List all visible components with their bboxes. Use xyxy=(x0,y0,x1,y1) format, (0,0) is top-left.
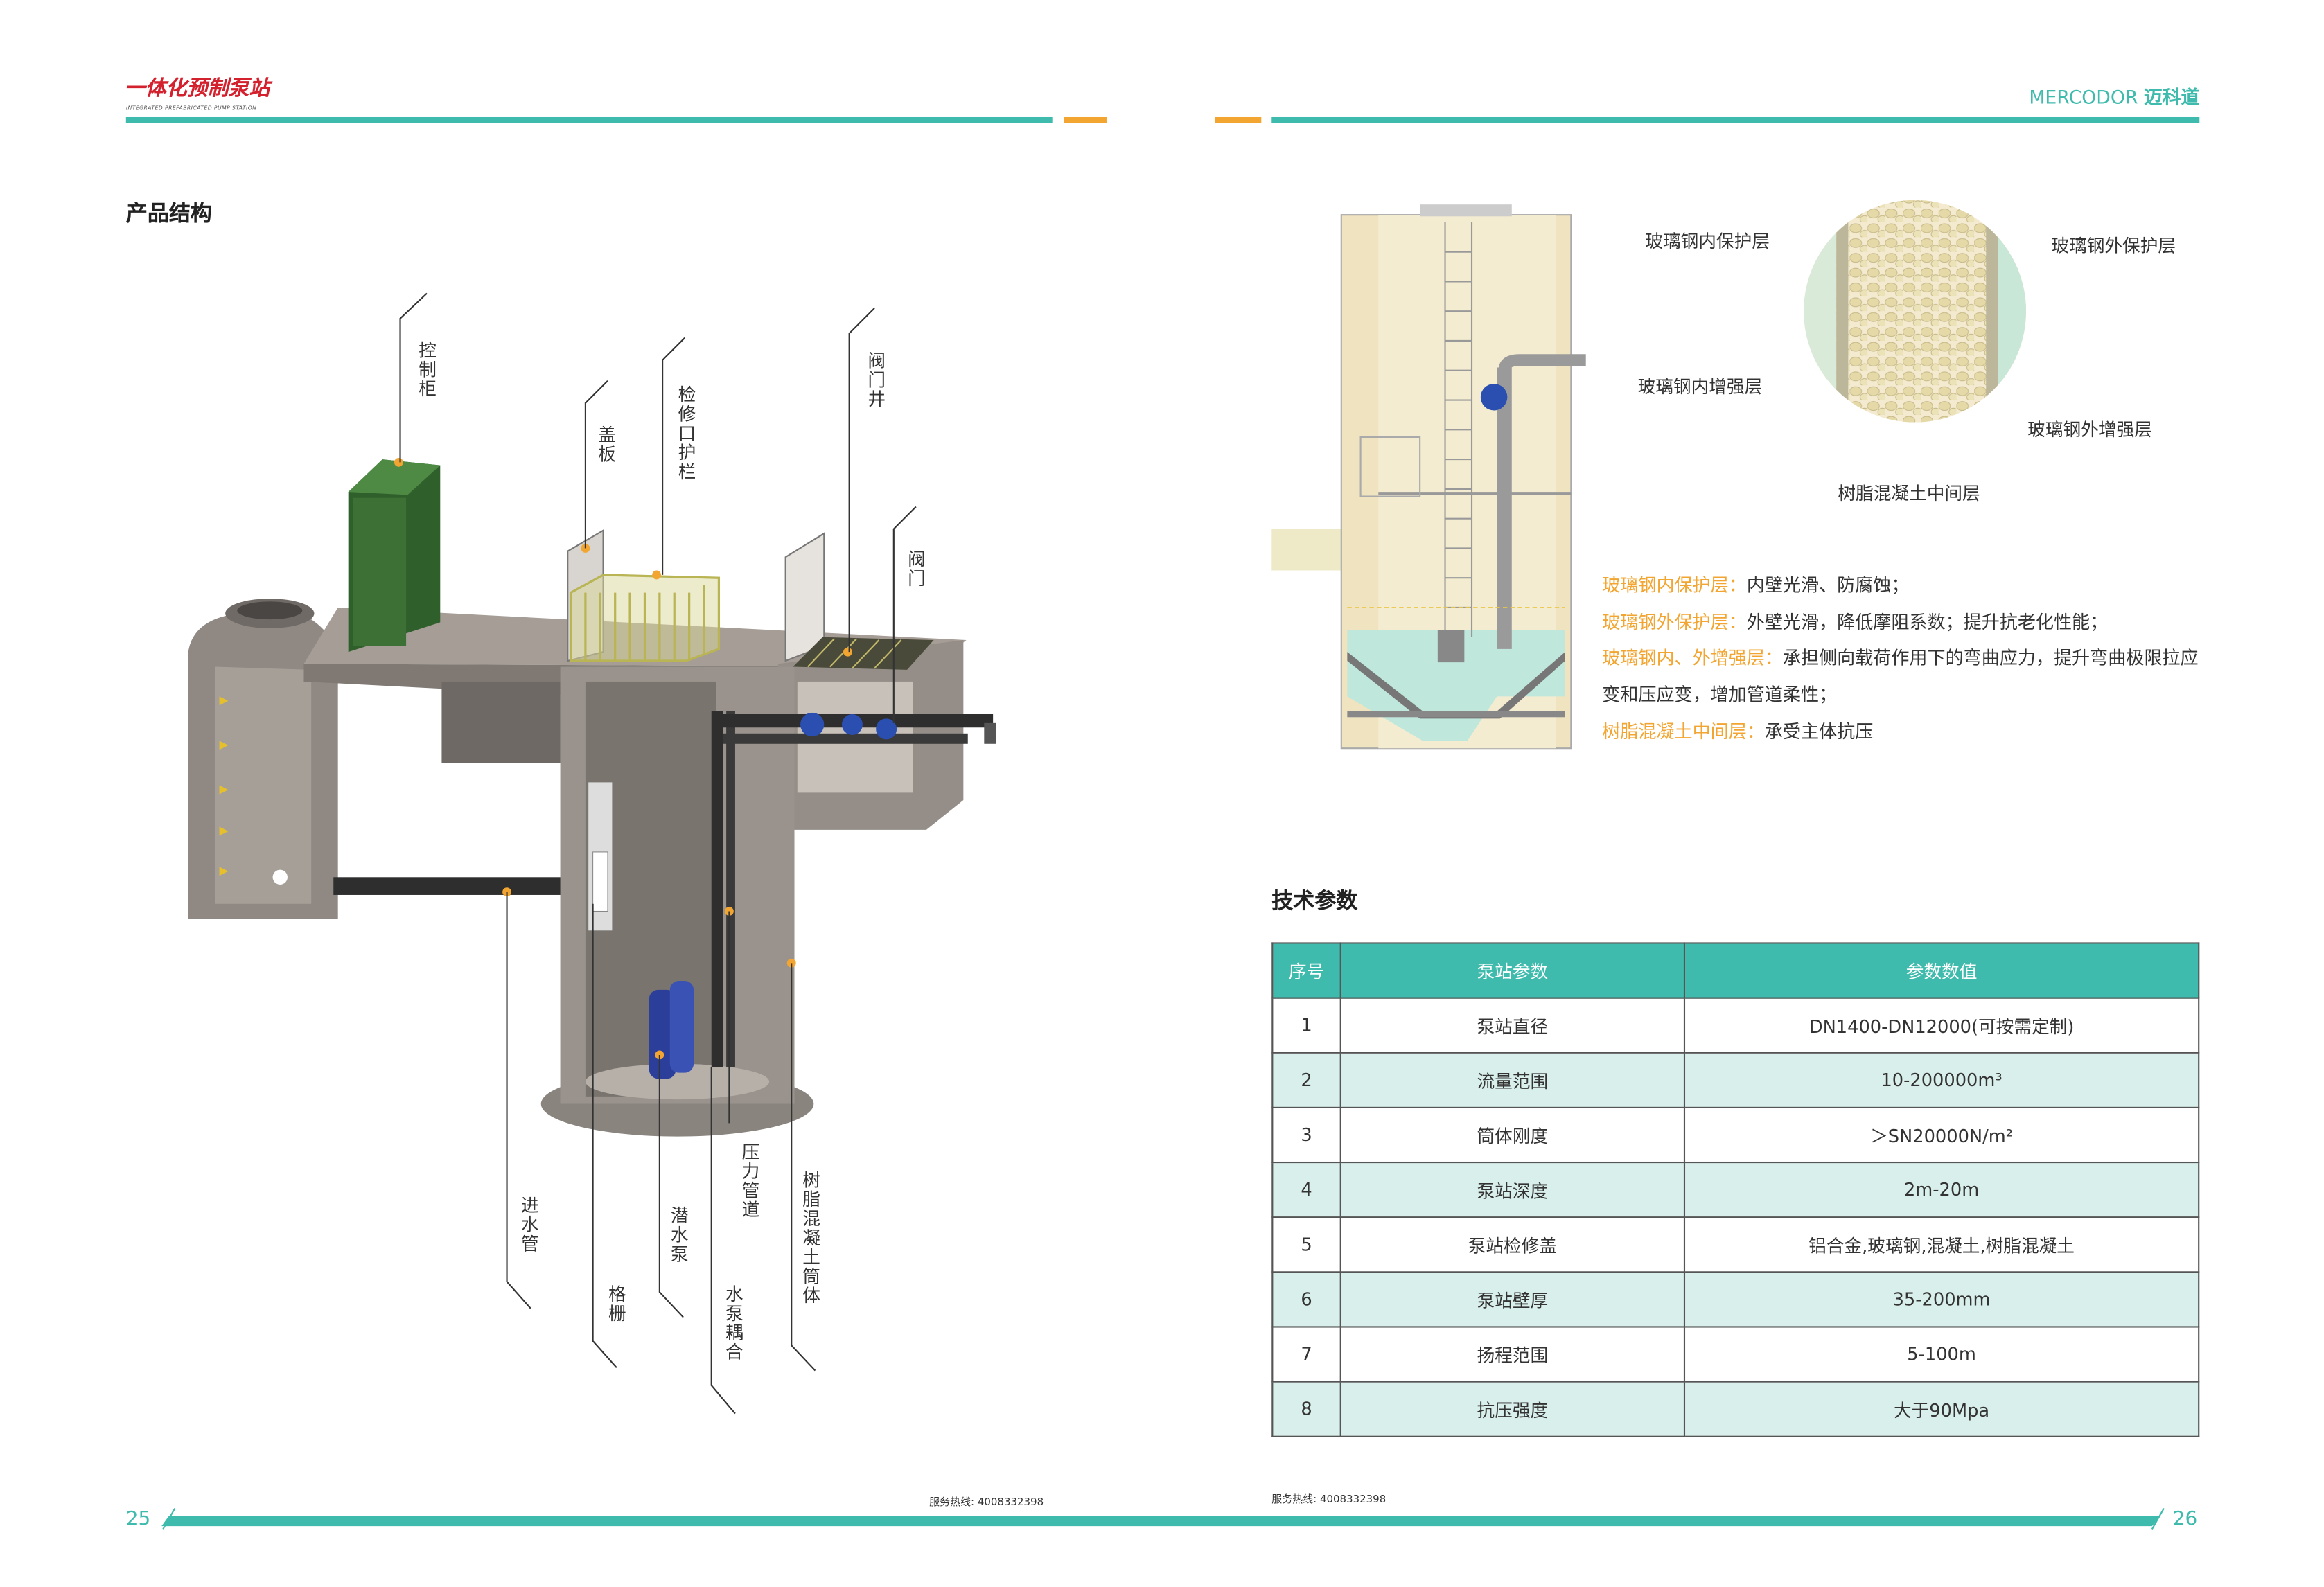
cell-index: 8 xyxy=(1271,1381,1341,1437)
product-structure-title: 产品结构 xyxy=(125,203,212,227)
brand-cn: 迈科道 xyxy=(2144,86,2200,109)
header-rule-left xyxy=(125,116,1053,123)
desc-line: 树脂混凝土中间层：承受主体抗压 xyxy=(1602,721,1874,743)
cell-param: 筒体刚度 xyxy=(1339,1106,1686,1164)
label-grille: 格栅 xyxy=(606,1284,627,1324)
brand-en: MERCODOR xyxy=(2029,86,2138,109)
cell-index: 5 xyxy=(1271,1216,1341,1273)
cell-param: 泵站直径 xyxy=(1339,997,1686,1054)
guardrail xyxy=(569,570,721,662)
control-cabinet xyxy=(348,457,441,653)
col-param: 泵站参数 xyxy=(1339,942,1686,999)
label-control-cabinet: 控制柜 xyxy=(416,340,438,399)
label-submersible-pump: 潜水泵 xyxy=(668,1206,689,1264)
col-index: 序号 xyxy=(1271,942,1341,999)
valves xyxy=(800,712,996,744)
label-valve-well: 阀门井 xyxy=(865,351,887,409)
layer-middle: 树脂混凝土中间层 xyxy=(1838,483,1980,504)
cell-value: 35-200mm xyxy=(1683,1271,2200,1328)
table-header: 序号 泵站参数 参数数值 xyxy=(1271,942,2200,999)
logo-title: 一体化预制泵站 xyxy=(124,77,270,101)
cell-index: 1 xyxy=(1271,997,1341,1054)
desc-line: 玻璃钢内保护层：内壁光滑、防腐蚀； xyxy=(1602,574,1910,596)
label-valve: 阀门 xyxy=(905,549,926,589)
label-pump-coupling: 水泵耦合 xyxy=(723,1284,744,1362)
col-value: 参数数值 xyxy=(1683,942,2200,999)
layer-inner-protect: 玻璃钢内保护层 xyxy=(1645,231,1770,252)
inlet-manhole xyxy=(188,599,338,919)
cell-index: 2 xyxy=(1271,1052,1341,1108)
cell-param: 泵站深度 xyxy=(1339,1161,1686,1218)
cell-value: 5-100m xyxy=(1683,1326,2200,1383)
inlet-pipe xyxy=(333,877,563,897)
label-resin-concrete-body: 树脂混凝土筒体 xyxy=(800,1170,822,1306)
leader-lines xyxy=(399,292,917,1415)
header-accent-left xyxy=(1064,116,1107,123)
cell-value: 2m-20m xyxy=(1683,1161,2200,1218)
page-number-right: 26 xyxy=(2172,1508,2198,1531)
cell-value: 大于90Mpa xyxy=(1683,1381,2200,1437)
cell-param: 泵站检修盖 xyxy=(1339,1216,1686,1273)
layer-inner-reinforce: 玻璃钢内增强层 xyxy=(1637,376,1763,398)
brand-logo: MERCODOR 迈科道 xyxy=(2029,86,2199,108)
desc-line: 玻璃钢外保护层：外壁光滑，降低摩阻系数；提升抗老化性能； xyxy=(1602,611,2109,632)
cell-param: 流量范围 xyxy=(1339,1052,1686,1108)
cell-param: 扬程范围 xyxy=(1339,1326,1686,1383)
tech-params-title: 技术参数 xyxy=(1271,890,1358,914)
cell-param: 抗压强度 xyxy=(1339,1381,1686,1437)
label-inlet-pipe: 进水管 xyxy=(518,1196,540,1254)
logo-subtitle: INTEGRATED PREFABRICATED PUMP STATION xyxy=(125,105,257,112)
cell-index: 4 xyxy=(1271,1161,1341,1218)
label-pressure-pipe: 压力管道 xyxy=(739,1142,761,1220)
station-section-view xyxy=(1340,204,1586,750)
cell-param: 泵站壁厚 xyxy=(1339,1271,1686,1328)
label-cover-plate: 盖板 xyxy=(595,425,617,464)
desc-line: 玻璃钢内、外增强层：承担侧向载荷作用下的弯曲应力，提升弯曲极限拉应变和压应变，增… xyxy=(1602,648,2199,706)
cell-index: 7 xyxy=(1271,1326,1341,1383)
wall-layers-detail xyxy=(1804,200,2027,423)
cell-index: 3 xyxy=(1271,1106,1341,1164)
header-accent-right xyxy=(1215,116,1262,123)
submersible-pumps xyxy=(649,981,694,1079)
cell-value: 10-200000m³ xyxy=(1683,1052,2200,1108)
cell-value: ＞SN20000N/m² xyxy=(1683,1106,2200,1164)
valve-well-cover xyxy=(784,532,934,670)
cell-index: 6 xyxy=(1271,1271,1341,1328)
label-guardrail: 检修口护栏 xyxy=(676,385,697,482)
header-rule-right xyxy=(1271,116,2200,123)
page-number-left: 25 xyxy=(125,1508,151,1531)
cell-value: DN1400-DN12000(可按需定制) xyxy=(1683,997,2200,1054)
cell-value: 铝合金,玻璃钢,混凝土,树脂混凝土 xyxy=(1683,1216,2200,1273)
layer-outer-protect: 玻璃钢外保护层 xyxy=(2051,236,2176,257)
hotline-right: 服务热线: 4008332398 xyxy=(1271,1493,1387,1506)
layer-outer-reinforce: 玻璃钢外增强层 xyxy=(2027,419,2152,441)
hotline-left: 服务热线: 4008332398 xyxy=(929,1496,1044,1509)
layer-description: 玻璃钢内保护层：内壁光滑、防腐蚀； 玻璃钢外保护层：外壁光滑，降低摩阻系数；提升… xyxy=(1602,567,2224,750)
